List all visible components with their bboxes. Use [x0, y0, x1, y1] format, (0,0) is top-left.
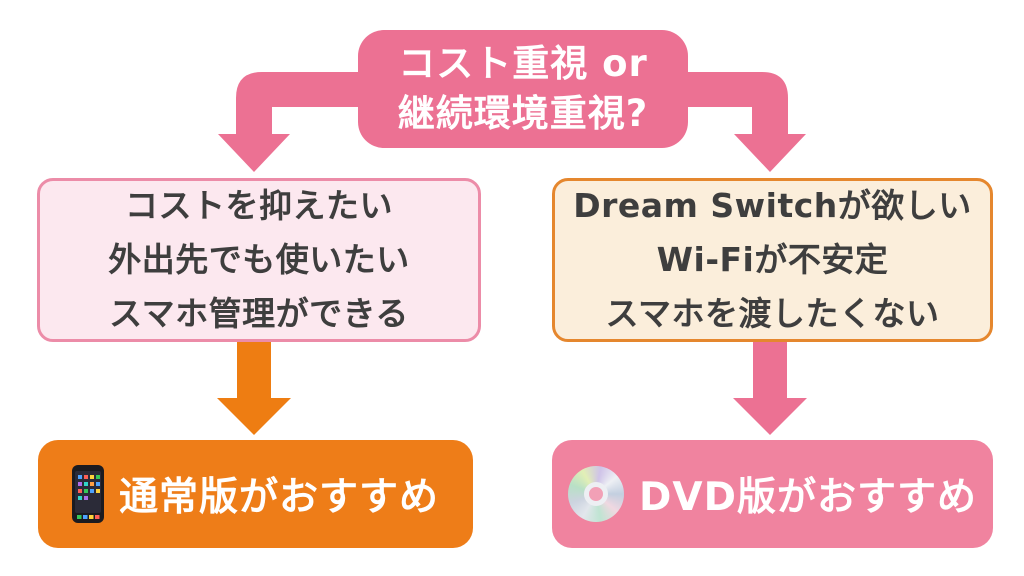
- right-condition-3: スマホを渡したくない: [605, 294, 940, 333]
- right-result-label: DVD版がおすすめ: [639, 475, 977, 520]
- left-result-box: 通常版がおすすめ: [38, 440, 473, 548]
- smartphone-icon: [71, 465, 104, 523]
- left-condition-3: スマホ管理ができる: [109, 294, 409, 333]
- left-conditions-box: コストを抑えたい 外出先でも使いたい スマホ管理ができる: [37, 178, 481, 342]
- left-condition-1: コストを抑えたい: [125, 186, 393, 225]
- left-condition-2: 外出先でも使いたい: [108, 240, 410, 279]
- cd-disc-icon: [568, 466, 625, 522]
- question-box: コスト重視 or 継続環境重視?: [358, 30, 688, 148]
- right-condition-2: Wi-Fiが不安定: [656, 240, 889, 279]
- right-conditions-box: Dream Switchが欲しい Wi-Fiが不安定 スマホを渡したくない: [552, 178, 993, 342]
- question-line-1: コスト重視 or: [398, 42, 648, 85]
- arrow-right-down: [733, 341, 807, 435]
- right-condition-1: Dream Switchが欲しい: [573, 186, 972, 225]
- left-result-label: 通常版がおすすめ: [118, 475, 439, 520]
- question-line-2: 継続環境重視?: [397, 92, 649, 135]
- arrow-left-down: [217, 341, 291, 435]
- right-result-box: DVD版がおすすめ: [552, 440, 993, 548]
